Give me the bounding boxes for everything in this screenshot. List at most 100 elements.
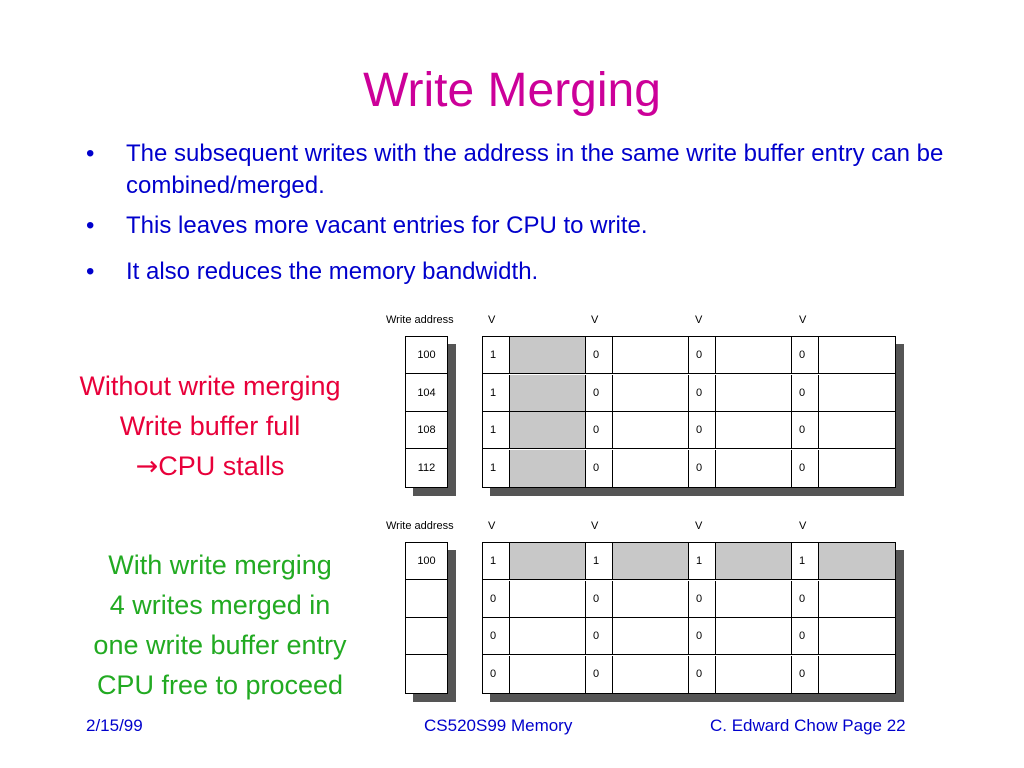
bullet-text: The subsequent writes with the address i…	[126, 140, 944, 199]
valid-bit-header: V	[799, 314, 807, 326]
address-cell: 100	[406, 337, 447, 374]
valid-bit-cell: 0	[689, 337, 716, 373]
data-word-cell	[510, 337, 586, 373]
data-word-cell	[510, 412, 586, 448]
data-word-cell	[613, 412, 689, 448]
valid-bit-cell: 0	[689, 580, 716, 617]
caption-line: Without write merging	[79, 371, 341, 401]
data-word-cell	[716, 655, 792, 693]
footer-author: C. Edward Chow Page 22	[710, 716, 906, 735]
bullet-item: • This leaves more vacant entries for CP…	[86, 210, 946, 242]
with-merging-caption: With write merging 4 writes merged in on…	[40, 545, 400, 705]
bullet-list: • The subsequent writes with the address…	[86, 138, 946, 288]
data-word-cell	[819, 375, 895, 411]
valid-bit-header: V	[488, 314, 496, 326]
data-word-cell	[819, 581, 895, 617]
valid-bit-cell: 0	[586, 580, 613, 617]
bullet-item: • The subsequent writes with the address…	[86, 138, 946, 202]
data-word-cell	[613, 618, 689, 654]
bullet-icon: •	[86, 212, 95, 239]
data-word-cell	[819, 337, 895, 373]
valid-bit-cell: 0	[586, 655, 613, 693]
data-word-cell	[716, 618, 792, 654]
write-address-header: Write address	[386, 314, 454, 326]
data-word-cell	[510, 374, 586, 411]
valid-bit-cell: 0	[689, 412, 716, 448]
address-cell: 108	[406, 412, 447, 449]
address-cell	[406, 581, 447, 618]
data-word-cell	[819, 450, 895, 487]
bullet-text: It also reduces the memory bandwidth.	[126, 258, 539, 285]
valid-bit-cell: 1	[792, 543, 819, 579]
valid-bit-cell: 0	[483, 580, 510, 617]
address-cell: 112	[417, 461, 436, 474]
buffer-entry-row: 0 0 0 0	[483, 580, 895, 618]
address-cell: 100	[406, 543, 447, 580]
valid-bit-cell: 1	[586, 543, 613, 579]
data-word-cell	[613, 374, 689, 411]
valid-bit-cell: 0	[792, 374, 819, 411]
data-word-cell	[716, 580, 792, 617]
footer-date: 2/15/99	[86, 716, 143, 735]
caption-line: 4 writes merged in	[109, 590, 331, 620]
data-word-cell	[613, 543, 689, 579]
valid-bit-cell: 1	[483, 337, 510, 373]
buffer-entry-row: 1 0 0 0	[483, 412, 895, 449]
data-word-cell	[716, 337, 792, 373]
valid-bit-cell: 0	[792, 580, 819, 617]
bullet-text: This leaves more vacant entries for CPU …	[126, 212, 648, 239]
caption-line: one write buffer entry	[93, 630, 347, 660]
valid-bit-header: V	[695, 314, 703, 326]
write-address-header: Write address	[386, 520, 454, 532]
address-cell	[406, 656, 447, 693]
caption-text: CPU stalls	[158, 451, 285, 481]
bullet-item: • It also reduces the memory bandwidth.	[86, 256, 946, 288]
valid-bit-cell: 0	[792, 618, 819, 654]
data-word-cell	[510, 449, 586, 487]
valid-bit-cell: 1	[483, 412, 510, 448]
bullet-icon: •	[86, 258, 95, 285]
valid-bit-cell: 0	[792, 337, 819, 373]
data-word-cell	[819, 543, 895, 579]
valid-bit-header: V	[488, 520, 496, 532]
valid-bit-header: V	[591, 314, 599, 326]
data-word-cell	[716, 543, 792, 579]
valid-bit-cell: 0	[792, 412, 819, 448]
data-word-cell	[510, 618, 586, 654]
valid-bit-cell: 0	[586, 374, 613, 411]
caption-line: CPU free to proceed	[96, 670, 344, 700]
valid-bit-cell: 0	[689, 374, 716, 411]
buffer-entry-row: 1 0 0 0	[483, 337, 895, 374]
valid-bit-cell: 0	[792, 655, 819, 693]
valid-bit-cell: 0	[586, 337, 613, 373]
slide-title: Write Merging	[363, 64, 661, 117]
valid-bit-cell: 0	[586, 412, 613, 448]
caption-line: Write buffer full	[119, 411, 301, 441]
data-word-cell	[819, 618, 895, 654]
valid-bit-cell: 1	[483, 374, 510, 411]
valid-bit-header: V	[799, 520, 807, 532]
data-word-cell	[510, 655, 586, 693]
address-cell: 104	[406, 375, 447, 412]
valid-bit-cell: 0	[586, 449, 613, 487]
valid-bit-cell: 0	[586, 618, 613, 654]
data-word-cell	[613, 580, 689, 617]
address-column: 100	[405, 542, 448, 694]
arrow-right-icon: →	[135, 451, 159, 482]
caption-line: →CPU stalls	[40, 446, 380, 487]
data-word-cell	[613, 449, 689, 487]
data-word-cell	[716, 412, 792, 448]
valid-bit-cell: 0	[792, 449, 819, 487]
data-word-cell	[613, 337, 689, 373]
valid-bit-cell: 0	[689, 449, 716, 487]
data-word-cell	[510, 543, 586, 579]
data-word-cell	[716, 449, 792, 487]
valid-bit-cell: 0	[689, 618, 716, 654]
